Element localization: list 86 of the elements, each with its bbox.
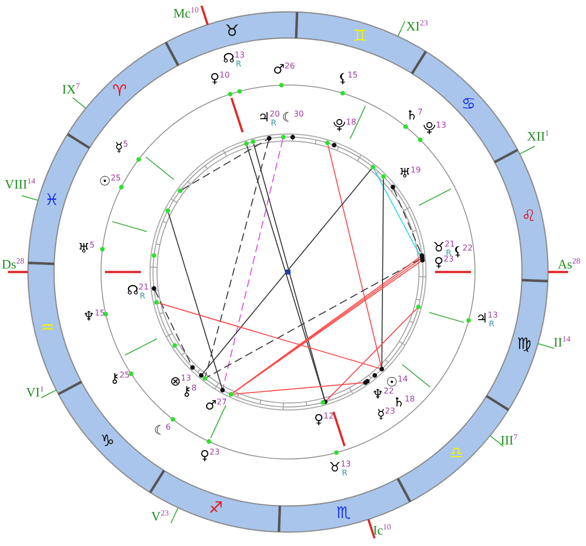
planet-label: ☾$^{30}$ bbox=[282, 112, 304, 124]
planet-label: ♅$^{5}$ bbox=[78, 242, 95, 256]
planet-label: ♀$^{12}$ bbox=[314, 414, 334, 426]
planet-dot bbox=[370, 164, 376, 170]
house-label: II$^{14}$ bbox=[554, 336, 570, 348]
planet-label: ♄$^{7}$ bbox=[406, 110, 423, 122]
planet-dot bbox=[244, 141, 249, 146]
planet-label: ⚷$^{25}$ bbox=[110, 372, 130, 386]
planet-dot bbox=[281, 134, 286, 140]
house-label: III$^{7}$ bbox=[500, 434, 518, 446]
planet-dot bbox=[332, 142, 336, 148]
planet-label: ♆$^{22}$ bbox=[372, 388, 394, 402]
zodiac-sign: ♐ bbox=[208, 500, 223, 516]
planet-label: ☉$^{25}$ bbox=[99, 176, 121, 188]
planet-label: ⚸$^{15}$ bbox=[338, 72, 358, 86]
zodiac-sign: ♋ bbox=[461, 96, 476, 112]
zodiac-sign: ♎ bbox=[449, 444, 464, 461]
aspect-line bbox=[182, 138, 268, 190]
planet-dot bbox=[372, 373, 378, 378]
house-label: XII$^{1}$ bbox=[526, 130, 550, 142]
planet-dot bbox=[381, 174, 386, 179]
aspect-line bbox=[202, 168, 372, 374]
planet-dot bbox=[152, 286, 156, 291]
aspect-line bbox=[328, 144, 382, 368]
planet-dot bbox=[390, 184, 396, 190]
aspect-line bbox=[326, 308, 418, 401]
planet-dot bbox=[172, 343, 178, 348]
house-label: VI$^{1}$ bbox=[26, 386, 44, 398]
planet-dot bbox=[416, 304, 421, 310]
planet-label: ♆$^{15}$ bbox=[83, 310, 105, 324]
aspect-line bbox=[204, 140, 270, 377]
house-label: XI$^{23}$ bbox=[406, 20, 428, 32]
zodiac-sign: ♍ bbox=[517, 336, 532, 352]
planet-label: ☿$^{23}$ bbox=[377, 408, 396, 422]
planet-label: ⯓$^{13}$ bbox=[423, 122, 446, 136]
planet-dot bbox=[190, 365, 195, 370]
planet-label: ♀$^{23}$ bbox=[434, 256, 454, 270]
aspect-line bbox=[158, 302, 380, 369]
planet-label: ♂$^{26}$ bbox=[273, 64, 295, 76]
house-label: IX$^{7}$ bbox=[62, 82, 80, 96]
planet-dot bbox=[165, 208, 170, 213]
planet-label: ♄$^{18}$ bbox=[393, 396, 415, 410]
planet-label: ♅$^{19}$ bbox=[399, 168, 421, 180]
aspect-line bbox=[206, 258, 421, 378]
planet-dot bbox=[220, 388, 225, 392]
planet-dot bbox=[198, 373, 204, 378]
planet-dot bbox=[320, 400, 326, 405]
planet-label: ☿$^{5}$ bbox=[115, 142, 128, 154]
house-label: Mc$^{10}$ bbox=[173, 6, 199, 20]
planet-dot bbox=[325, 140, 330, 146]
planet-dot bbox=[420, 258, 425, 263]
aspect-line bbox=[168, 212, 222, 388]
zodiac-sign: ♑ bbox=[100, 432, 115, 448]
planet-label: ⯓$^{18}$ bbox=[333, 120, 356, 132]
planet-dot bbox=[379, 366, 384, 372]
aspect-line bbox=[381, 178, 384, 368]
house-label: VIII$^{14}$ bbox=[4, 178, 36, 190]
zodiac-sign: ♏ bbox=[336, 504, 351, 521]
house-label: V$^{23}$ bbox=[151, 510, 169, 522]
planet-dot bbox=[266, 136, 272, 141]
zodiac-sign: ♈ bbox=[112, 83, 127, 100]
zodiac-sign: ♉ bbox=[224, 23, 240, 39]
aspect-line bbox=[393, 188, 422, 254]
house-label: As$^{28}$ bbox=[558, 258, 580, 270]
aspect-line bbox=[232, 382, 364, 395]
planet-label: ⚸$^{22}$ bbox=[453, 246, 473, 258]
planet-dot bbox=[363, 380, 368, 385]
planet-dot bbox=[178, 188, 182, 194]
planet-dot bbox=[152, 253, 156, 258]
zodiac-sign: ♓ bbox=[44, 192, 59, 208]
planet-dot bbox=[202, 376, 208, 381]
planet-label: ♂$^{27}$ bbox=[205, 400, 227, 412]
planet-label: ⚷$^{8}$ bbox=[182, 386, 197, 398]
planet-dot bbox=[250, 139, 256, 144]
planet-dot bbox=[228, 392, 234, 397]
planet-label: ♀$^{10}$ bbox=[210, 72, 230, 86]
zodiac-sign: ♒ bbox=[40, 320, 54, 336]
planet-dot bbox=[290, 134, 295, 140]
zodiac-sign: ♊ bbox=[352, 28, 368, 44]
house-label: Ic$^{10}$ bbox=[372, 524, 392, 536]
zodiac-sign: ♌ bbox=[522, 208, 536, 224]
planet-dot bbox=[154, 300, 159, 305]
house-label: Ds$^{28}$ bbox=[2, 258, 24, 270]
planet-label: ☾$^{6}$ bbox=[154, 424, 171, 438]
planet-label: ♀$^{23}$ bbox=[200, 450, 220, 462]
aspect-line bbox=[222, 138, 284, 388]
